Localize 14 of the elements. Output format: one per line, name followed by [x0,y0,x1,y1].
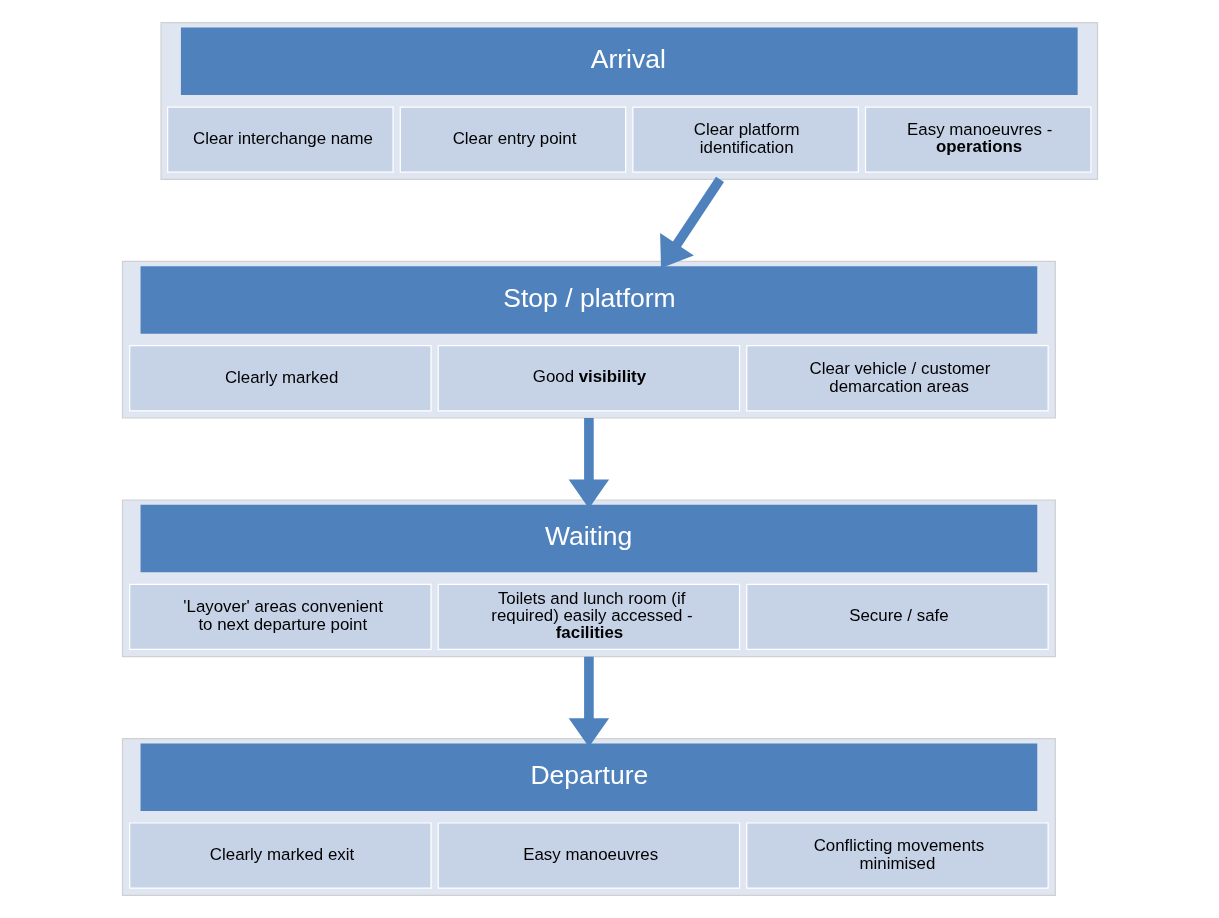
node-box: Clear interchange name [166,106,394,173]
node-box: Clear entry point [399,106,626,173]
node-box: Easy manoeuvres - operations [864,106,1091,173]
node-box: Easy manoeuvres [437,822,740,889]
node-box: Clearly marked exit [128,822,432,889]
node-box: 'Layover' areas convenient to next departure point [128,583,432,651]
arrow [659,176,724,269]
node-box: Clearly marked [128,345,432,412]
node-box: Secure / safe [745,583,1049,651]
node-box: Good visibility [437,345,740,412]
node-box: Conflicting movements minimised [745,822,1049,889]
node-box: Clear vehicle / customer demarcation areas [745,345,1049,412]
node-box: Toilets and lunch room (if required) easily accessed - facilities [437,583,740,651]
node-box: Clear platform identification [631,106,859,173]
